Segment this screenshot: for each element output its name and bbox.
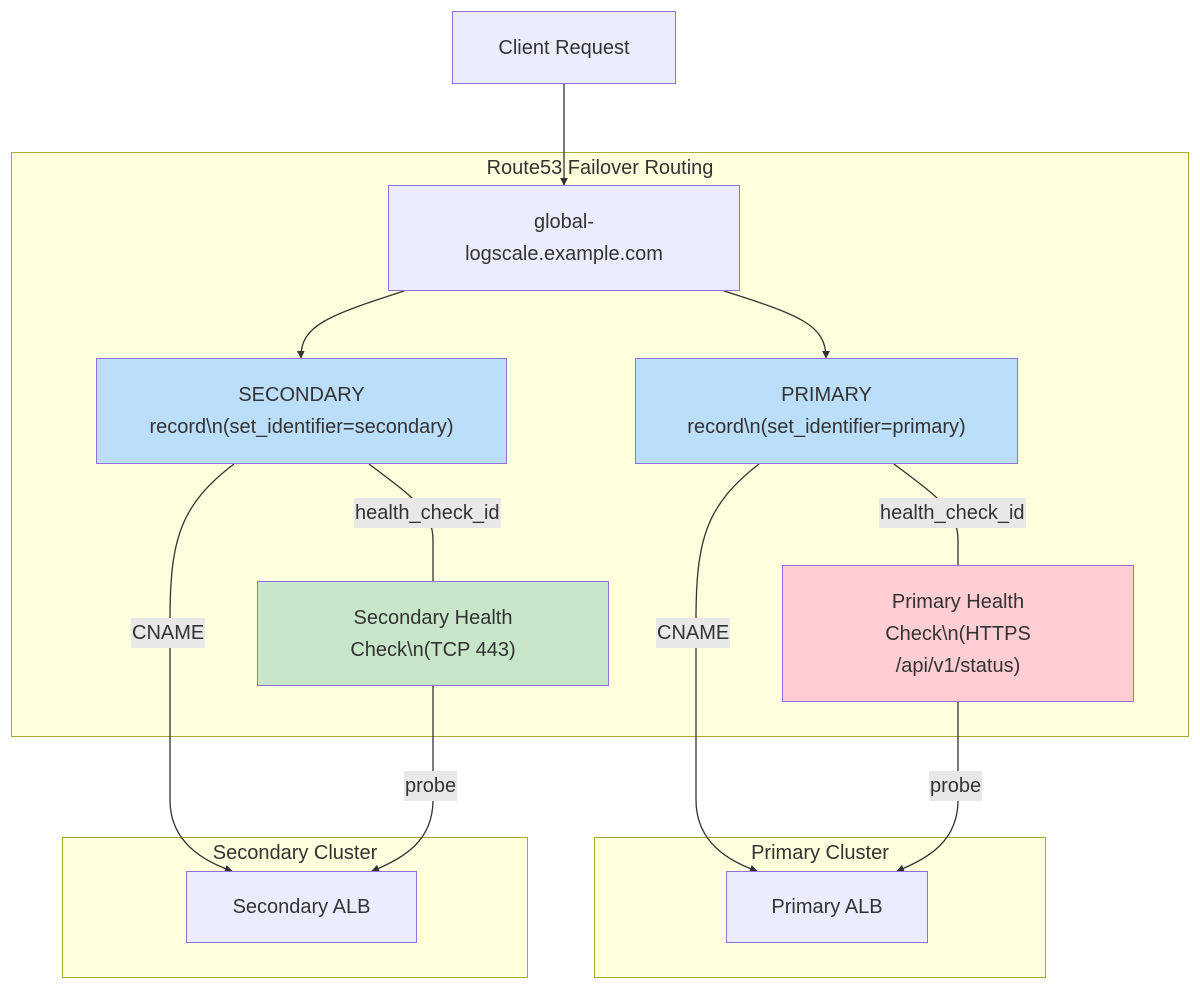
edge-secondary-cname (169, 463, 235, 873)
node-primary-health-check: Primary Health Check\n(HTTPS /api/v1/sta… (782, 565, 1134, 702)
edge-global-to-primary (723, 290, 830, 359)
edge-label-secondary-probe: probe (404, 771, 458, 801)
cluster-label-route53: Route53 Failover Routing (486, 157, 714, 179)
edge-label-primary-health-check-id: health_check_id (879, 498, 1026, 528)
node-secondary-health-check-label: Secondary Health Check\n(TCP 443) (350, 606, 516, 661)
node-secondary-alb-label: Secondary ALB (232, 896, 371, 918)
edge-global-to-secondary (296, 290, 405, 359)
edge-secondary-probe (371, 686, 434, 873)
node-global-logscale: global- logscale.example.com (388, 185, 740, 291)
node-client-request-label: Client Request (498, 36, 630, 59)
node-primary-record: PRIMARY record\n(set_identifier=primary) (635, 358, 1018, 464)
node-secondary-record: SECONDARY record\n(set_identifier=second… (96, 358, 507, 464)
edge-label-primary-cname: CNAME (656, 618, 731, 648)
edge-label-secondary-health-check-id: health_check_id (354, 498, 501, 528)
node-secondary-health-check: Secondary Health Check\n(TCP 443) (257, 581, 609, 686)
node-primary-record-label: PRIMARY record\n(set_identifier=primary) (687, 384, 966, 438)
edge-label-primary-probe: probe (929, 771, 983, 801)
node-secondary-record-label: SECONDARY record\n(set_identifier=second… (149, 384, 454, 438)
edge-primary-cname (695, 463, 760, 873)
node-primary-alb-label: Primary ALB (771, 896, 883, 918)
cluster-secondary: Secondary Cluster (62, 837, 528, 978)
node-secondary-alb: Secondary ALB (186, 871, 417, 943)
node-client-request: Client Request (452, 11, 676, 84)
edge-primary-probe (896, 702, 959, 873)
node-global-logscale-label: global- logscale.example.com (465, 211, 663, 265)
node-primary-health-check-label: Primary Health Check\n(HTTPS /api/v1/sta… (885, 590, 1031, 677)
edge-label-secondary-cname: CNAME (131, 618, 206, 648)
cluster-label-primary: Primary Cluster (751, 842, 889, 864)
cluster-label-secondary: Secondary Cluster (212, 842, 378, 864)
node-primary-alb: Primary ALB (726, 871, 928, 943)
